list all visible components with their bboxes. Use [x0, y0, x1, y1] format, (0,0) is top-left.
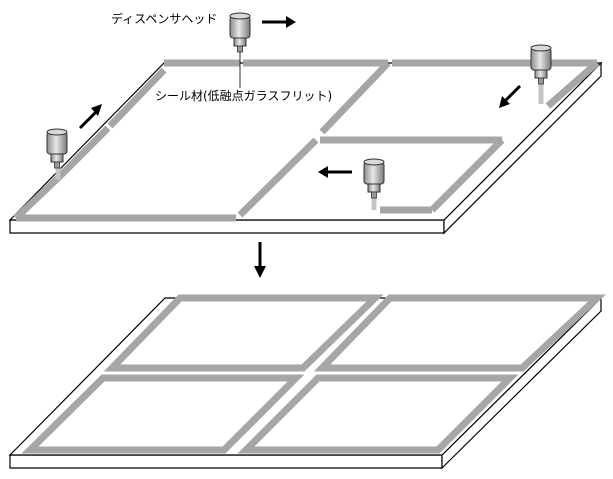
arrow-right-icon — [262, 16, 296, 28]
seal-material-label: シール材(低融点ガラスフリット) — [155, 89, 332, 103]
arrow-down-icon — [254, 242, 266, 278]
top-glass-panel — [8, 61, 603, 235]
dispenser-head-icon — [46, 128, 68, 169]
top-seal-lines — [13, 59, 600, 222]
dispenser-head-icon — [229, 12, 251, 53]
arrow-down-left-icon — [499, 84, 522, 108]
arrow-up-right-icon — [78, 104, 102, 130]
bottom-glass-panel — [8, 296, 603, 470]
bottom-seal-frames — [21, 294, 606, 454]
dispenser-head-label: ディスペンサヘッド — [111, 11, 217, 26]
arrow-left-icon — [318, 166, 352, 178]
